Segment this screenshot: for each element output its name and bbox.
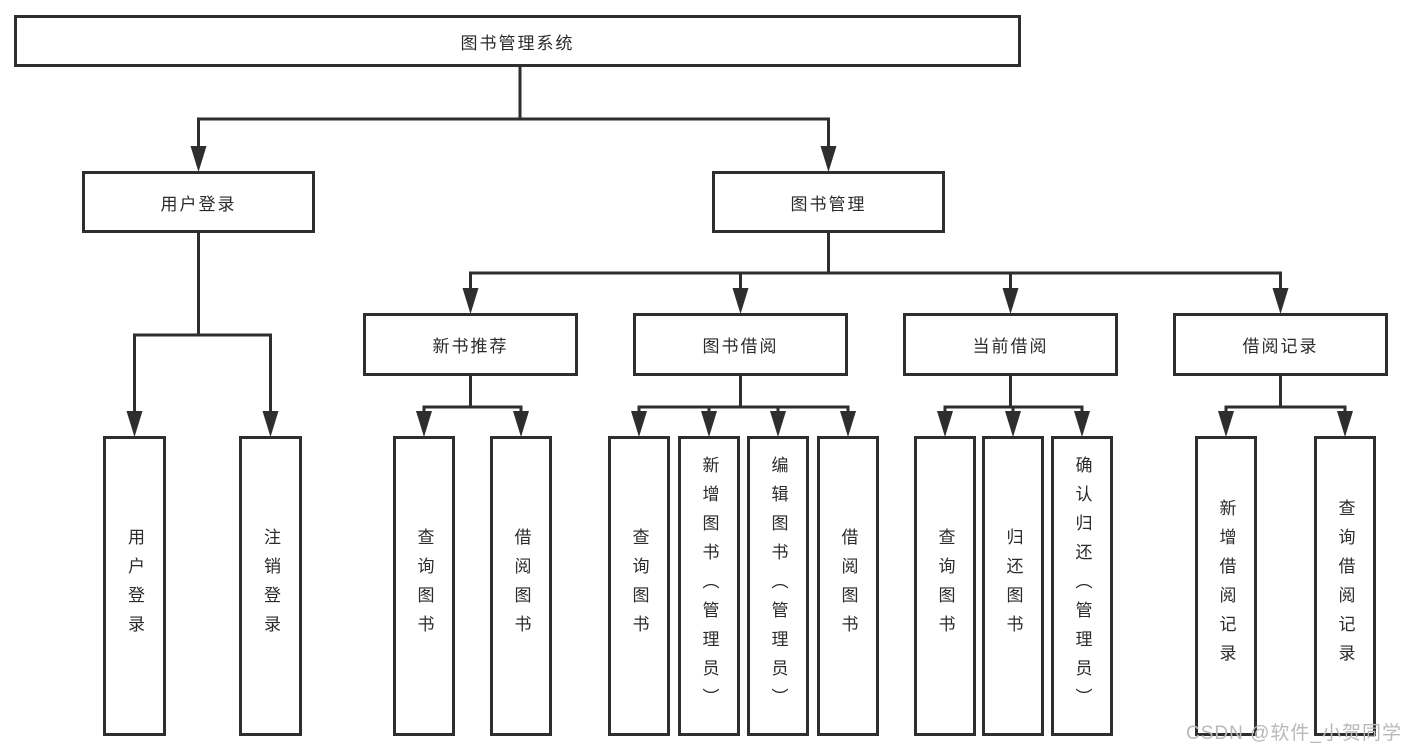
node-current-borrowing: 当前借阅	[903, 313, 1118, 376]
edge-book-management-to-level3	[469, 231, 1282, 294]
csdn-watermark: CSDN @软件_小贺同学	[1186, 723, 1402, 744]
node-label: 编辑图书（管理员）	[768, 455, 788, 717]
edge-user-login-to-leaves	[133, 231, 272, 416]
node-label: 注销登录	[261, 528, 280, 644]
arrow-down-icon	[770, 411, 786, 437]
node-label: 查询图书	[414, 528, 434, 644]
leaf-nbr-borrow-books: 借阅图书	[490, 436, 552, 736]
node-book-management: 图书管理	[712, 171, 945, 233]
edge-new-book-rec-to-leaves	[422, 374, 523, 416]
arrow-down-icon	[126, 411, 143, 437]
node-label: 借阅图书	[838, 528, 858, 644]
leaf-cb-query-books: 查询图书	[914, 436, 976, 736]
node-new-book-recommendation: 新书推荐	[363, 313, 578, 376]
leaf-br-add-record: 新增借阅记录	[1195, 436, 1257, 736]
arrow-down-icon	[732, 288, 749, 314]
node-label: 借阅图书	[511, 528, 531, 644]
node-label: 图书管理系统	[460, 33, 575, 53]
node-book-borrowing: 图书借阅	[633, 313, 848, 376]
arrow-down-icon	[513, 411, 529, 437]
node-label: 归还图书	[1003, 528, 1023, 644]
edge-book-borrowing-to-leaves	[637, 374, 850, 416]
node-library-management-system: 图书管理系统	[14, 15, 1021, 67]
leaf-nbr-query-books: 查询图书	[393, 436, 455, 736]
node-label: 查询借阅记录	[1335, 499, 1355, 673]
edge-current-borrowing-to-leaves	[943, 374, 1084, 416]
arrow-down-icon	[462, 288, 479, 314]
node-borrowing-records: 借阅记录	[1173, 313, 1388, 376]
arrow-down-icon	[1218, 411, 1234, 437]
arrow-down-icon	[840, 411, 856, 437]
arrow-down-icon	[1002, 288, 1019, 314]
node-label: 新书推荐	[432, 337, 509, 356]
node-label: 新增借阅记录	[1216, 499, 1236, 673]
node-label: 借阅记录	[1242, 337, 1319, 356]
arrow-down-icon	[416, 411, 432, 437]
leaf-bb-add-books-admin: 新增图书（管理员）	[678, 436, 740, 736]
arrow-down-icon	[937, 411, 953, 437]
leaf-user-login: 用户登录	[103, 436, 166, 736]
arrow-down-icon	[1005, 411, 1021, 437]
arrow-down-icon	[1337, 411, 1353, 437]
leaf-bb-query-books: 查询图书	[608, 436, 670, 736]
arrow-down-icon	[631, 411, 647, 437]
node-user-login: 用户登录	[82, 171, 315, 233]
arrowheads	[126, 146, 1353, 437]
node-label: 用户登录	[125, 528, 144, 644]
arrow-down-icon	[1272, 288, 1289, 314]
node-label: 新增图书（管理员）	[699, 455, 719, 717]
leaf-bb-edit-books-admin: 编辑图书（管理员）	[747, 436, 809, 736]
node-label: 用户登录	[160, 194, 237, 214]
leaf-br-query-record: 查询借阅记录	[1314, 436, 1376, 736]
leaf-cb-return-books: 归还图书	[982, 436, 1044, 736]
arrow-down-icon	[262, 411, 279, 437]
leaf-bb-borrow-books: 借阅图书	[817, 436, 879, 736]
arrow-down-icon	[701, 411, 717, 437]
leaf-cb-confirm-return-admin: 确认归还（管理员）	[1051, 436, 1113, 736]
arrow-down-icon	[820, 146, 837, 172]
node-label: 查询图书	[935, 528, 955, 644]
arrow-down-icon	[190, 146, 207, 172]
edge-root-to-level2	[197, 65, 830, 152]
node-label: 当前借阅	[972, 337, 1049, 356]
arrow-down-icon	[1074, 411, 1090, 437]
leaf-logout: 注销登录	[239, 436, 302, 736]
node-label: 确认归还（管理员）	[1072, 455, 1092, 717]
node-label: 图书借阅	[702, 337, 779, 356]
node-label: 图书管理	[790, 194, 867, 214]
edge-borrowing-records-to-leaves	[1224, 374, 1347, 416]
node-label: 查询图书	[629, 528, 649, 644]
